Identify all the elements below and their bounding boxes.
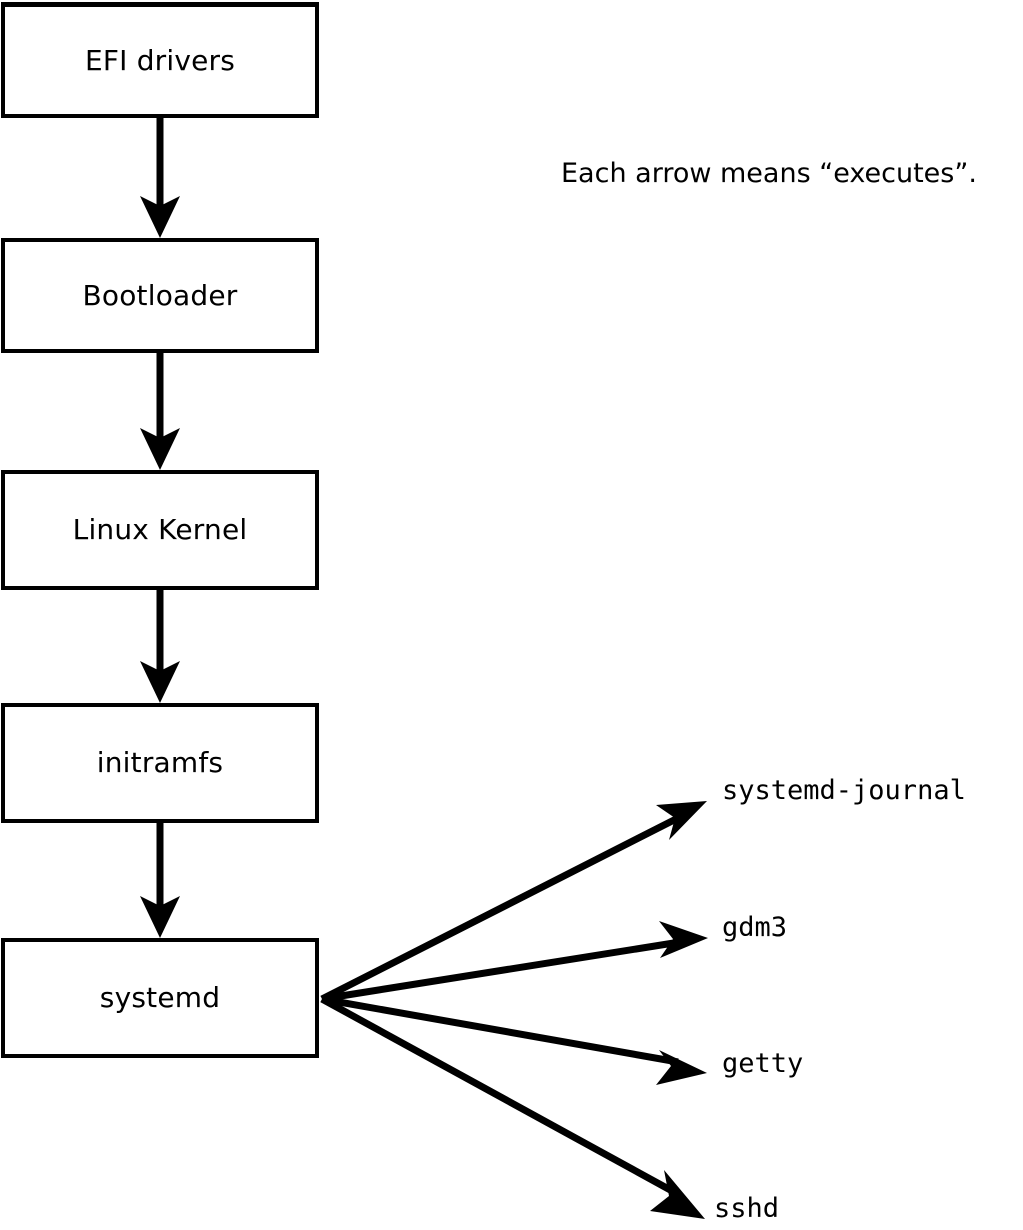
arrow-efi-drivers-to-bootloader [140,118,180,238]
arrow-systemd-to-getty [321,995,707,1085]
annotation-note: Each arrow means “executes”. [561,158,977,189]
arrow-systemd-to-gdm3 [321,921,708,1003]
node-label-bootloader: Bootloader [82,278,238,312]
arrow-systemd-to-sshd [320,995,705,1219]
service-label-sshd[interactable]: sshd [714,1193,780,1224]
node-label-initramfs: initramfs [96,746,224,779]
arrow-initramfs-to-systemd [140,823,180,938]
arrow-bootloader-to-linux-kernel [140,352,180,470]
node-efi-drivers[interactable]: EFI drivers [1,2,319,118]
node-systemd[interactable]: systemd [1,938,319,1058]
node-initramfs[interactable]: initramfs [1,703,319,823]
service-label-systemd-journal[interactable]: systemd-journal [722,775,966,806]
node-label-linux-kernel: Linux Kernel [72,513,248,546]
arrow-linux-kernel-to-initramfs [140,590,180,703]
node-label-efi-drivers: EFI drivers [84,43,236,77]
node-bootloader[interactable]: Bootloader [1,238,319,353]
node-label-systemd: systemd [99,981,221,1014]
arrow-systemd-to-systemd-journal [320,801,707,1003]
service-label-gdm3[interactable]: gdm3 [722,912,788,943]
node-linux-kernel[interactable]: Linux Kernel [1,470,319,590]
service-label-getty[interactable]: getty [722,1048,804,1079]
